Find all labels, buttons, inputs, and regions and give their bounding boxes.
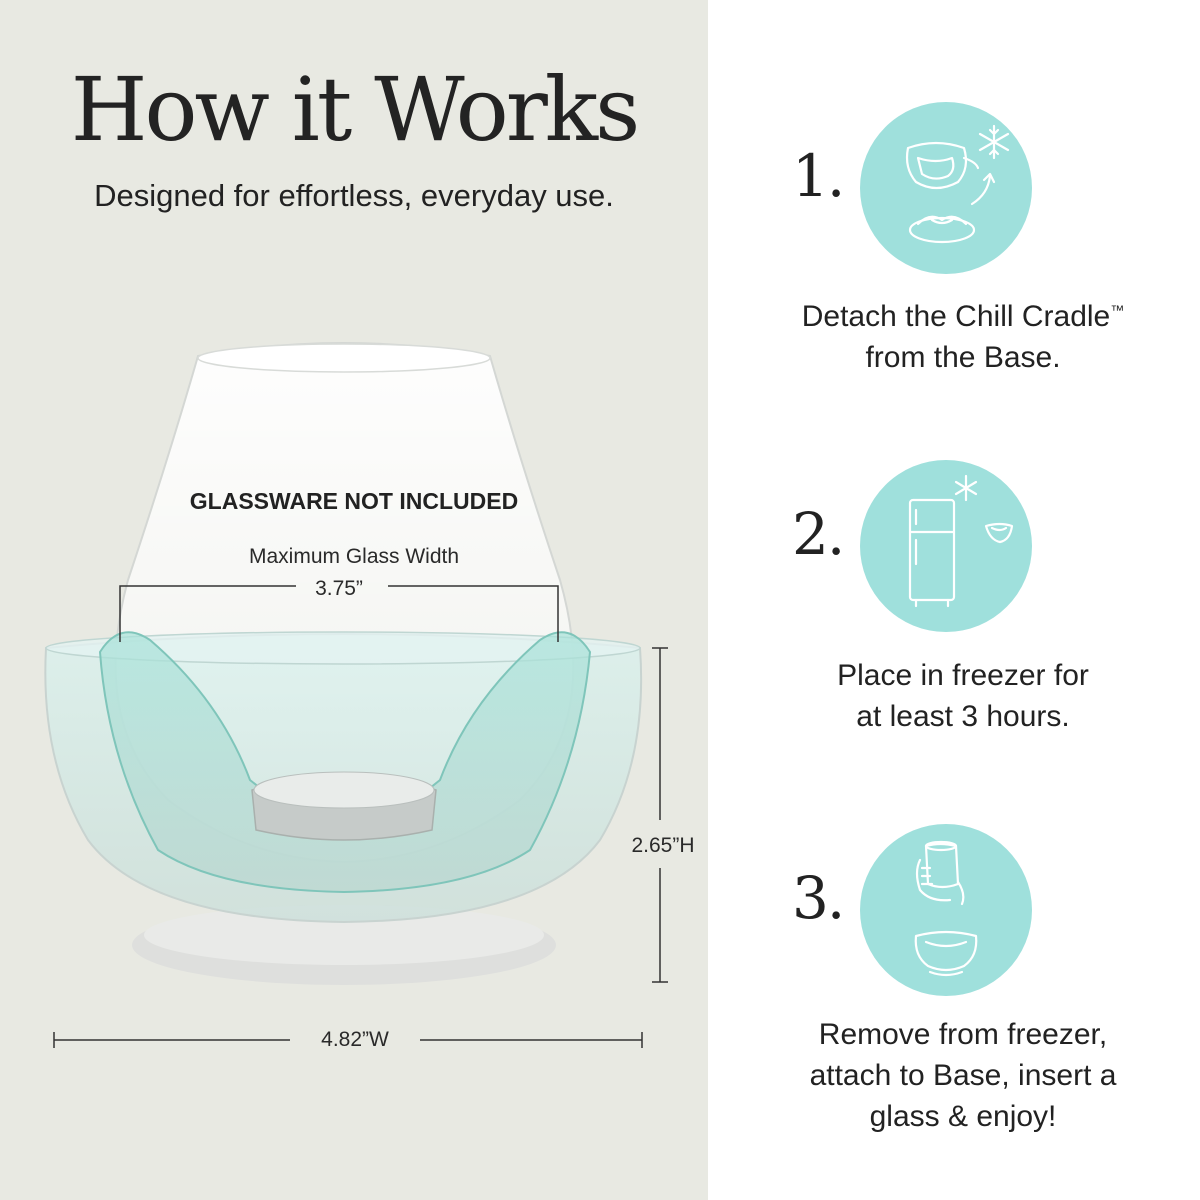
glass-width-bracket <box>119 585 559 642</box>
step-1-circle <box>860 102 1032 274</box>
cradle-detach-snowflake-icon <box>905 124 1010 244</box>
step-3-line-3: glass & enjoy! <box>869 1100 1057 1133</box>
step-3-line-1: Remove from freezer, <box>818 1018 1108 1051</box>
height-value: 2.65”H <box>631 834 695 857</box>
step-1-line-1: Detach the Chill Cradle <box>801 300 1111 333</box>
chill-cradle <box>98 631 592 894</box>
step-number: 3. <box>792 864 845 932</box>
glass-insert-icon <box>914 840 978 977</box>
step-2-circle <box>860 460 1032 632</box>
max-glass-width-value: 3.75” <box>315 577 363 600</box>
step-number: 1. <box>792 142 845 210</box>
product-illustration <box>44 342 668 1048</box>
step-2-line-2: at least 3 hours. <box>856 700 1070 733</box>
freezer-icon <box>908 474 1014 608</box>
width-dimension-line <box>53 1032 643 1048</box>
step-3-line-2: attach to Base, insert a <box>809 1059 1117 1092</box>
page-title: How it Works <box>70 58 641 161</box>
step-1-text: Detach the Chill Cradle™ from the Base. <box>748 290 1178 378</box>
step-3-circle <box>860 824 1032 996</box>
page-subtitle: Designed for effortless, everyday use. <box>94 178 614 213</box>
trademark-symbol: ™ <box>1110 302 1125 318</box>
height-dimension-line <box>652 647 668 983</box>
left-panel: How it Works Designed for effortless, ev… <box>0 0 708 1200</box>
step-1-line-2: from the Base. <box>865 341 1061 374</box>
width-value: 4.82”W <box>290 1028 420 1052</box>
max-glass-width-label: Maximum Glass Width <box>248 545 460 568</box>
step-number: 2. <box>792 500 845 568</box>
step-2-text: Place in freezer for at least 3 hours. <box>748 655 1178 737</box>
step-3-text: Remove from freezer, attach to Base, ins… <box>748 1014 1178 1137</box>
step-2-line-1: Place in freezer for <box>837 659 1089 692</box>
glassware-note: GLASSWARE NOT INCLUDED <box>189 488 519 514</box>
